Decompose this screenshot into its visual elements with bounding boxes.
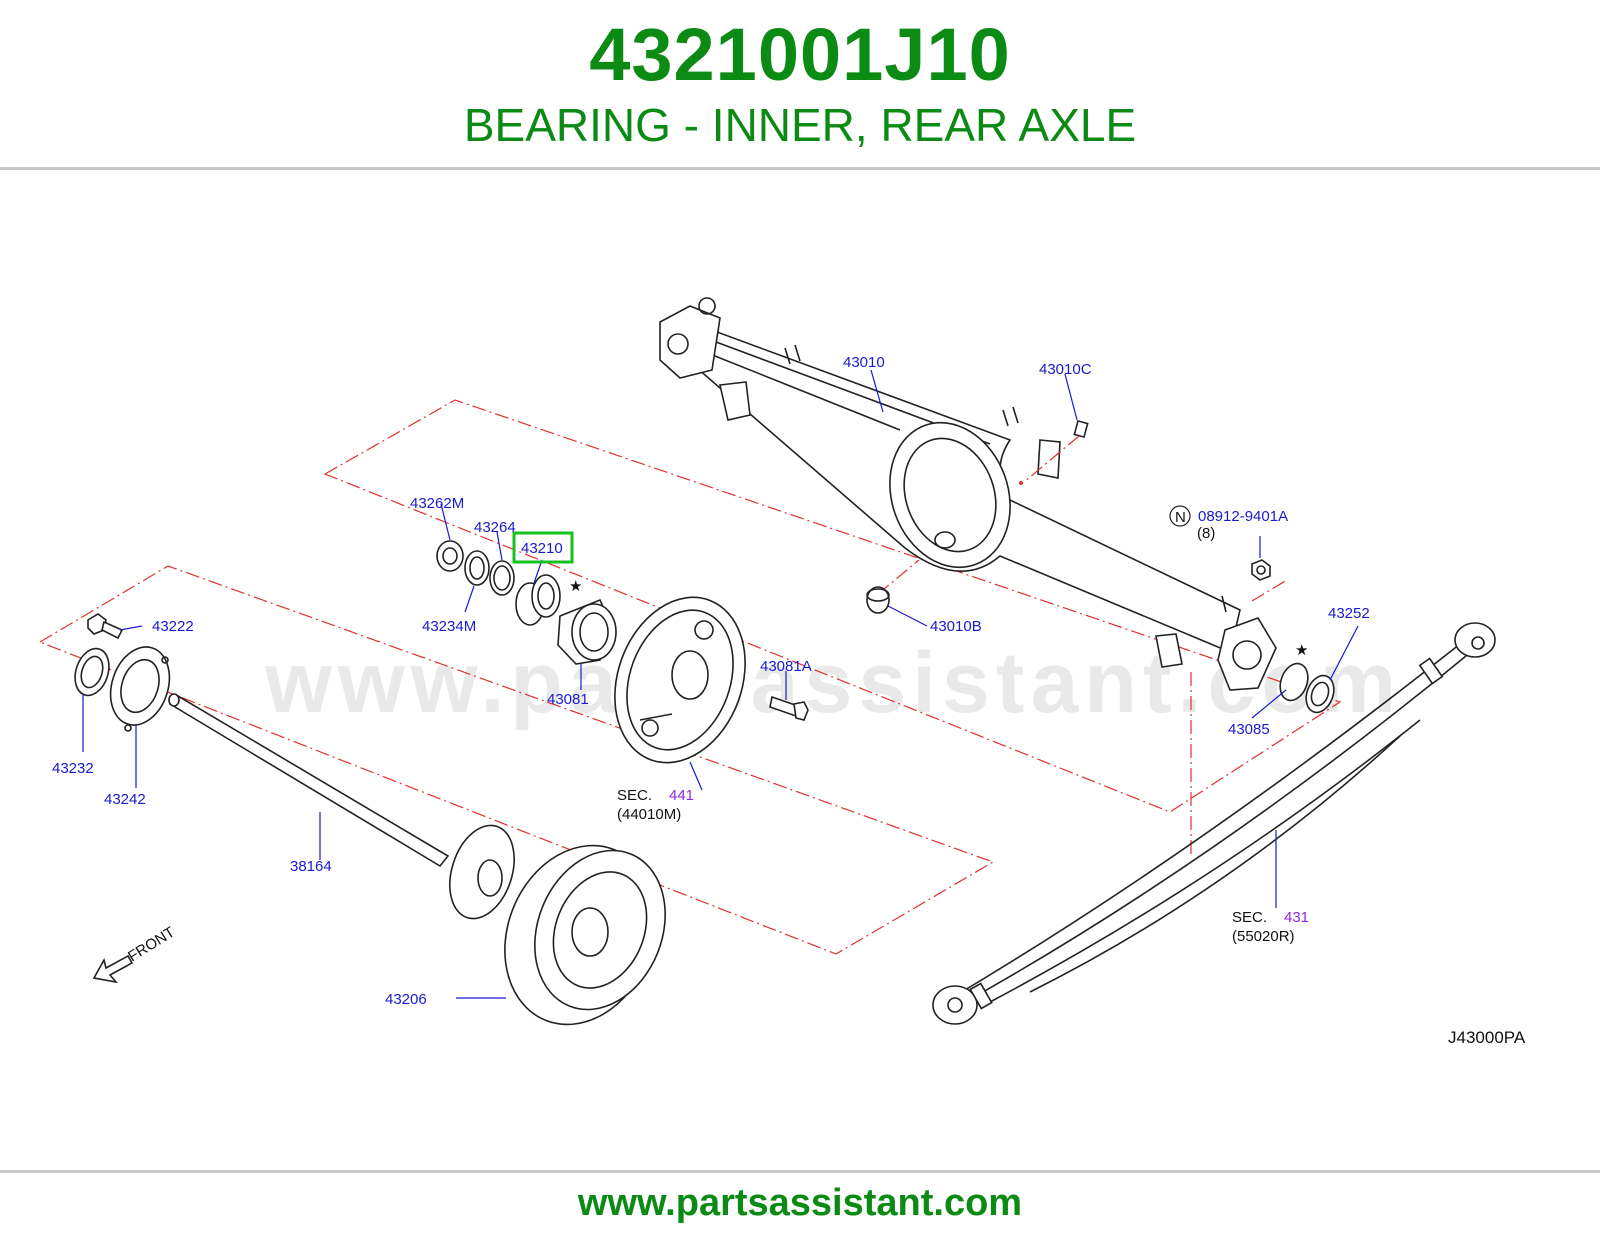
hub-bolt xyxy=(769,695,809,721)
section-431-link[interactable]: 431 xyxy=(1284,909,1309,926)
callout-43232[interactable]: 43232 xyxy=(52,760,94,777)
flange-bolt xyxy=(87,613,124,640)
lock-washer xyxy=(464,550,490,586)
section-431-ref: (55020R) xyxy=(1232,928,1295,945)
footer-divider xyxy=(0,1170,1600,1173)
callout-43262m[interactable]: 43262M xyxy=(410,495,464,512)
highlighted-callout-box xyxy=(512,531,574,564)
callout-43222[interactable]: 43222 xyxy=(152,618,194,635)
watermark: www.partsassistant.com xyxy=(264,635,1402,731)
front-label: FRONT xyxy=(125,924,178,966)
axle-housing xyxy=(659,297,1277,691)
callout-38164[interactable]: 38164 xyxy=(290,858,332,875)
callout-43081[interactable]: 43081 xyxy=(547,691,589,708)
callout-43081a[interactable]: 43081A xyxy=(760,658,812,675)
callout-43010b[interactable]: 43010B xyxy=(930,618,982,635)
brake-backing-plate xyxy=(614,596,746,764)
callout-43234m[interactable]: 43234M xyxy=(422,618,476,635)
outer-bearing xyxy=(1279,662,1309,702)
section-441-link[interactable]: 441 xyxy=(669,787,694,804)
leaf-spring xyxy=(932,622,1496,1025)
section-431-prefix: SEC. xyxy=(1232,909,1267,926)
diagram-code: J43000PA xyxy=(1448,1028,1526,1047)
callout-08912-9401a[interactable]: 08912-9401A xyxy=(1198,508,1288,525)
lock-nut xyxy=(436,540,464,572)
callout-43252[interactable]: 43252 xyxy=(1328,605,1370,622)
breather-plug xyxy=(1023,419,1089,483)
bearing-retainer xyxy=(109,646,171,732)
quantity-08912: (8) xyxy=(1197,525,1215,542)
section-441-ref: (44010M) xyxy=(617,806,681,823)
callout-43210[interactable]: 43210 xyxy=(521,540,563,557)
star-marker-left: ★ xyxy=(569,578,582,595)
part-number-title: 4321001J10 xyxy=(589,13,1011,96)
hex-nut xyxy=(1251,559,1271,581)
n-marker-label: N xyxy=(1175,509,1186,526)
header-divider xyxy=(0,167,1600,170)
bearing-housing xyxy=(557,598,617,665)
brake-drum xyxy=(504,844,666,1026)
callout-43242[interactable]: 43242 xyxy=(104,791,146,808)
callout-43010c[interactable]: 43010C xyxy=(1039,361,1092,378)
spacer-ring xyxy=(489,560,515,596)
callout-43264[interactable]: 43264 xyxy=(474,519,516,536)
hub-assembly-boundary xyxy=(323,399,1342,813)
star-marker-right: ★ xyxy=(1295,642,1308,659)
drain-plug xyxy=(866,586,890,614)
n-marker-circle xyxy=(1169,505,1191,527)
part-description: BEARING - INNER, REAR AXLE xyxy=(463,99,1137,151)
callout-43010[interactable]: 43010 xyxy=(843,354,885,371)
axle-shaft xyxy=(168,693,515,920)
callout-43085[interactable]: 43085 xyxy=(1228,721,1270,738)
footer-url-link[interactable]: www.partsassistant.com xyxy=(577,1182,1023,1224)
front-direction-arrow: FRONT xyxy=(92,924,178,984)
callout-43206[interactable]: 43206 xyxy=(385,991,427,1008)
rear-oil-seal xyxy=(1305,674,1335,714)
oil-seal xyxy=(74,647,110,697)
inner-bearing xyxy=(515,574,561,626)
section-441-prefix: SEC. xyxy=(617,787,652,804)
